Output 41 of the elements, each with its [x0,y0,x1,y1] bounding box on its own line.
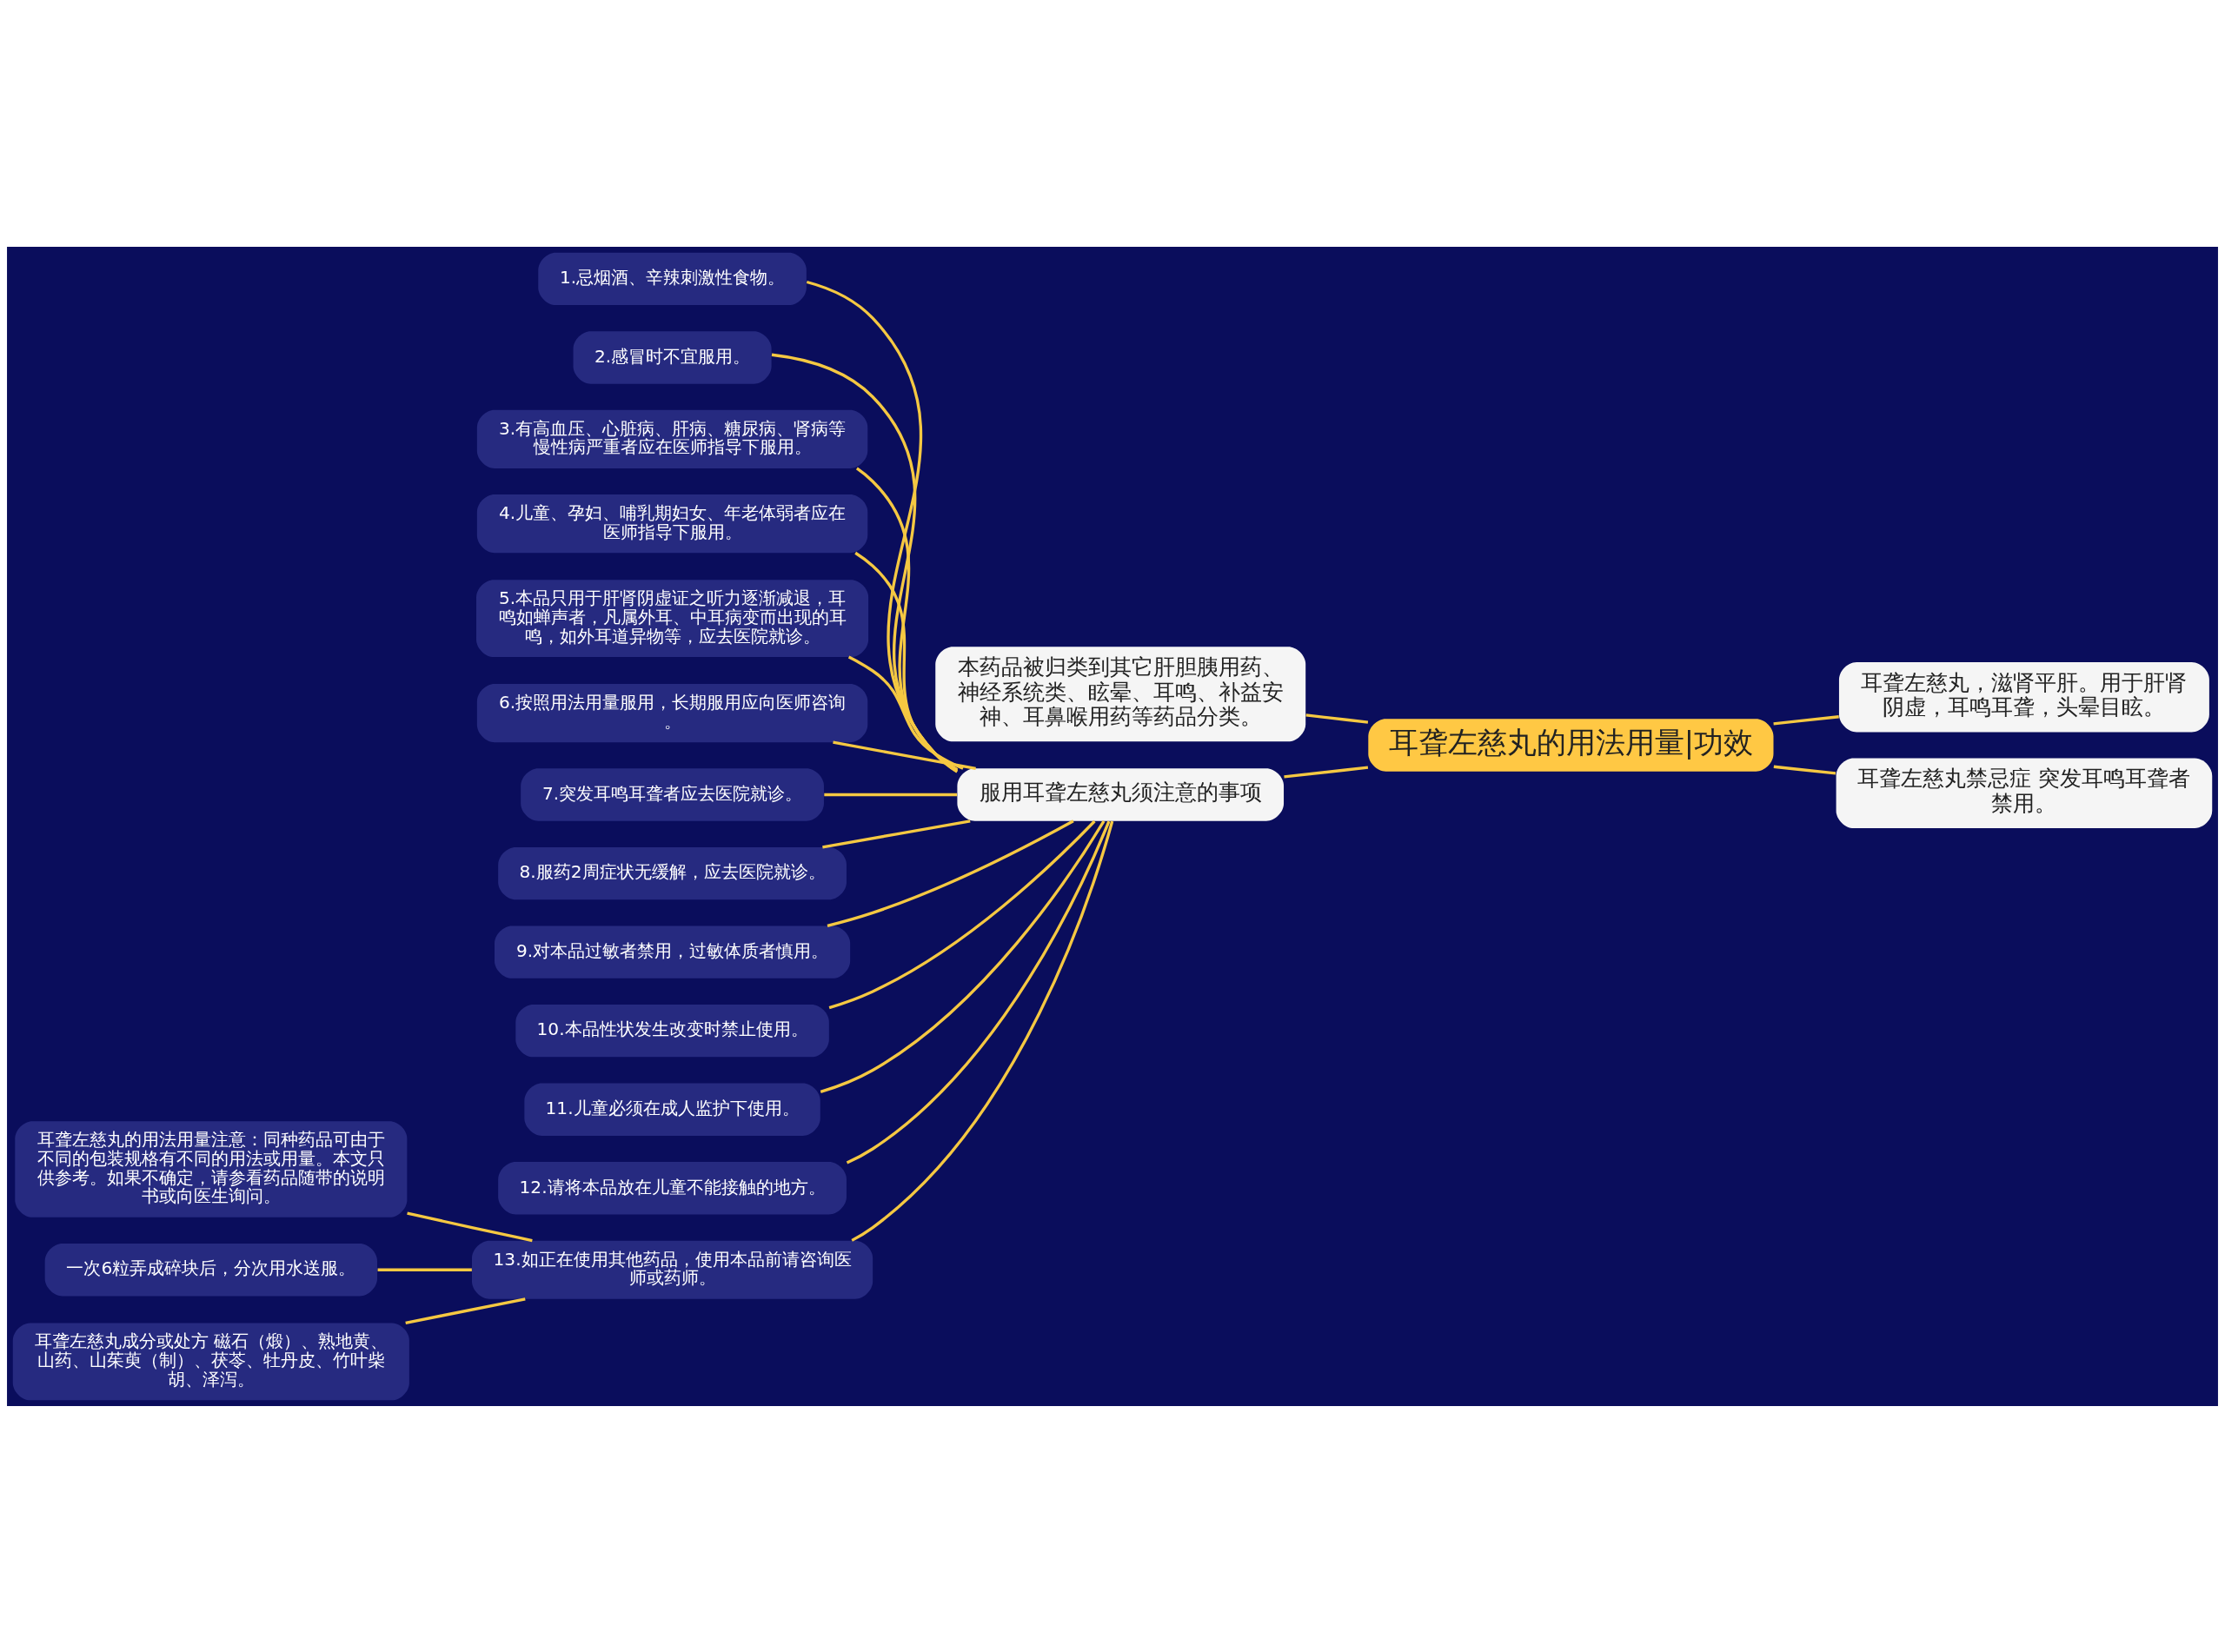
node-box: 12.请将本品放在儿童不能接触的地方。 [498,1161,847,1214]
connector [846,819,1111,1164]
connector [1773,714,1839,725]
node-box: 7.突发耳鸣耳聋者应去医院就诊。 [521,767,824,821]
connector [833,740,976,770]
connector [1773,765,1836,775]
node-box: 8.服药2周症状无缓解，应去医院就诊。 [498,846,847,899]
connector [1284,766,1369,779]
node-box: 本药品被归类到其它肝胆胰用药、神经系统类、眩晕、耳鸣、补益安神、耳鼻喉用药等药品分类。 [935,646,1306,741]
node-box: 1.忌烟酒、辛辣刺激性食物。 [538,252,807,305]
node-box: 耳聋左慈丸，滋肾平肝。用于肝肾阴虚，耳鸣耳聋，头晕目眩。 [1838,661,2209,732]
connector [824,793,958,796]
node-box: 13.如正在使用其他药品，使用本品前请咨询医师或药师。 [472,1240,873,1299]
connector [407,1211,533,1242]
node-box: 10.本品性状发生改变时禁止使用。 [515,1004,829,1057]
connector [854,551,959,771]
connector [1305,713,1369,724]
node-box: 5.本品只用于肝肾阴虚证之听力逐渐减退，耳鸣如蝉声者，凡属外耳、中耳病变而出现的耳鸣，如外耳道异物等，应去医院就诊。 [476,579,869,657]
node-box: 9.对本品过敏者禁用，过敏体质者慎用。 [495,925,851,979]
node-box: 4.儿童、孕妇、哺乳期妇女、年老体弱者应在医师指导下服用。 [476,494,868,553]
connector [828,819,1096,1009]
node-box: 耳聋左慈丸的用法用量|功效 [1368,718,1774,772]
node-box: 耳聋左慈丸成分或处方 磁石（煅）、熟地黄、山药、山茱萸（制）、茯苓、牡丹皮、竹叶柴胡、泽泻。 [12,1322,409,1400]
connector [851,820,1114,1242]
connector [405,1297,526,1324]
node-box: 2.感冒时不宜服用。 [573,330,772,384]
connector [377,1268,472,1271]
connector [855,467,958,772]
connector [806,280,959,773]
node-box: 3.有高血压、心脏病、肝病、糖尿病、肾病等慢性病严重者应在医师指导下服用。 [476,409,868,468]
node-box: 一次6粒弄成碎块后，分次用水送服。 [44,1243,377,1296]
node-box: 11.儿童必须在成人监护下使用。 [524,1083,820,1136]
connector [820,819,1106,1093]
connector [771,353,958,773]
connector [822,819,971,848]
node-box: 耳聋左慈丸的用法用量注意：同种药品可由于不同的包装规格有不同的用法或用量。本文只供参考。如果不确定，请参看药品随带的说明书或向医生询问。 [15,1120,408,1217]
node-box: 6.按照用法用量服用，长期服用应向医师咨询。 [476,683,868,742]
connector [847,655,964,770]
connector [827,819,1074,927]
node-box: 耳聋左慈丸禁忌症 突发耳鸣耳聋者禁用。 [1836,758,2213,828]
node-box: 服用耳聋左慈丸须注意的事项 [957,767,1285,821]
